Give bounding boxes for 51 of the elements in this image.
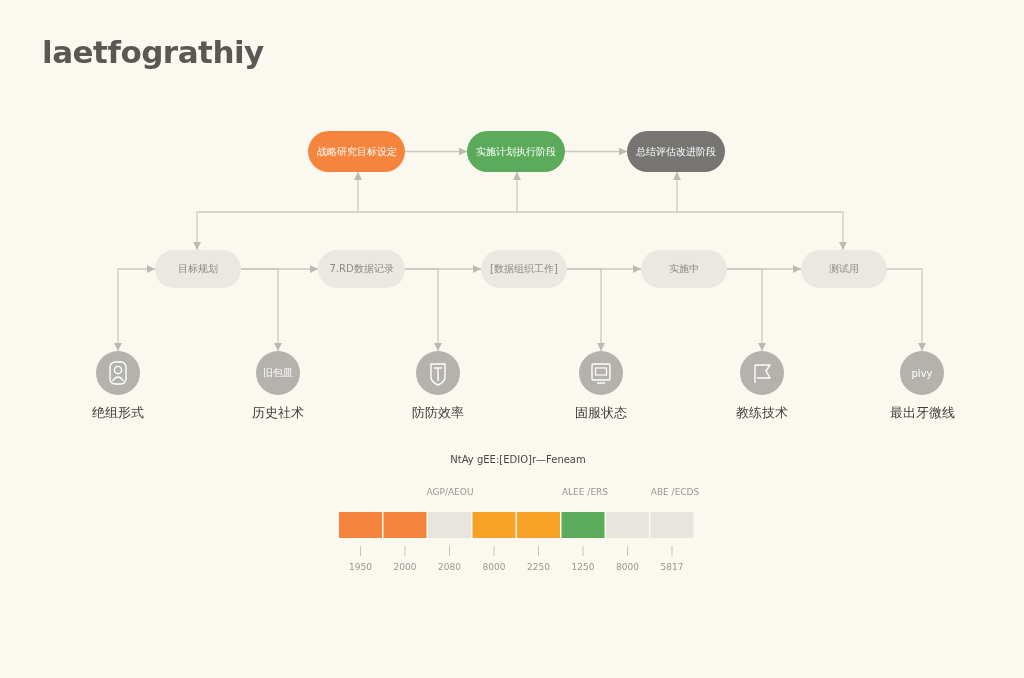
arrow bbox=[354, 171, 362, 213]
stage-pill bbox=[467, 131, 565, 172]
arrow bbox=[566, 268, 605, 352]
page-title: laetfograthiy bbox=[42, 34, 264, 70]
step-pill bbox=[641, 250, 727, 288]
arrow bbox=[564, 147, 628, 156]
category-label: 教练技术 bbox=[736, 405, 788, 421]
step-pill bbox=[481, 250, 567, 288]
tick-label: 2000 bbox=[393, 562, 417, 573]
chart-title: NtAy gEE:[EDIO]r—Feneam bbox=[450, 454, 586, 466]
arrow bbox=[240, 268, 282, 352]
disc-text: 旧包皿 bbox=[263, 366, 293, 380]
bar-annotation: ABE /ECDS bbox=[650, 487, 700, 498]
step-pill bbox=[318, 250, 405, 288]
category-label: 历史社术 bbox=[252, 405, 304, 421]
node-label: 实施计划执行阶段 bbox=[476, 145, 556, 158]
step-pill bbox=[801, 250, 887, 288]
arrow bbox=[839, 211, 847, 251]
category-label: 最出牙微线 bbox=[889, 405, 955, 421]
arrow bbox=[193, 211, 201, 251]
arrow bbox=[404, 268, 442, 352]
node-label: 实施中 bbox=[669, 263, 699, 275]
tick-label: 2080 bbox=[438, 562, 461, 573]
node-label: 战略研究目标设定 bbox=[316, 145, 397, 158]
tick-label: 8000 bbox=[616, 562, 639, 573]
node-label: 7.RD数据记录 bbox=[329, 263, 394, 275]
arrow bbox=[726, 268, 766, 352]
stage-pill bbox=[627, 131, 725, 172]
step-pill bbox=[155, 250, 241, 288]
node-label: [数据组织工作] bbox=[490, 263, 558, 275]
tick-label: 8000 bbox=[482, 562, 506, 573]
bus-line bbox=[196, 211, 844, 213]
node-label: 测试用 bbox=[829, 263, 859, 275]
tick-label: 5817 bbox=[660, 562, 684, 573]
category-label: 绝组形式 bbox=[92, 405, 144, 421]
arrow bbox=[404, 147, 468, 156]
tick-label: 2250 bbox=[527, 562, 550, 573]
node-label: 目标规划 bbox=[178, 263, 218, 275]
tick-label: 1250 bbox=[571, 562, 595, 573]
arrow bbox=[673, 171, 681, 213]
tick-label: 1950 bbox=[349, 562, 372, 573]
bar-annotation: AGP/AEOU bbox=[426, 487, 474, 498]
arrow bbox=[114, 265, 156, 352]
category-label: 固服状态 bbox=[575, 405, 627, 421]
disc-text: pivy bbox=[911, 367, 933, 379]
arrow bbox=[886, 268, 926, 352]
node-label: 总结评估改进阶段 bbox=[636, 145, 716, 158]
arrow bbox=[513, 171, 521, 213]
stage-pill bbox=[308, 131, 405, 172]
bar-annotation: ALEE /ERS bbox=[561, 487, 609, 498]
category-label: 防防效率 bbox=[412, 405, 464, 421]
